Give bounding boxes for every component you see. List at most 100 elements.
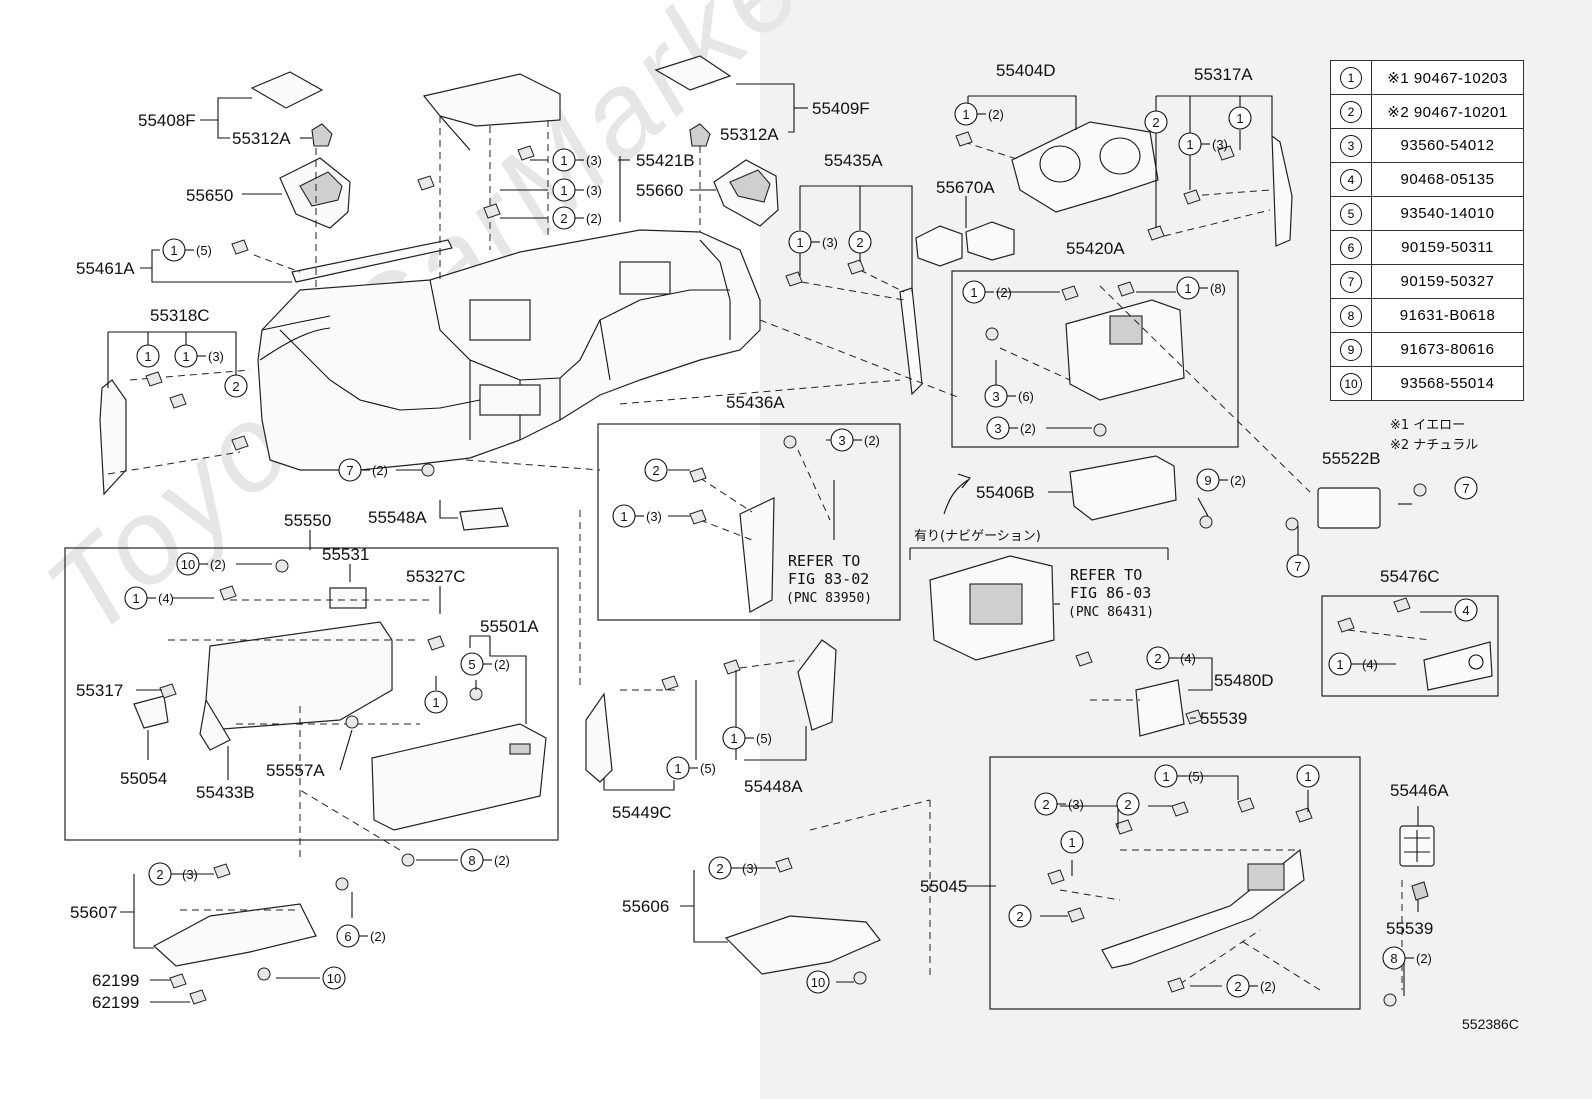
callout-circle (1060, 830, 1084, 854)
callout-circle (1228, 106, 1252, 130)
callout-quantity: (3) (182, 867, 198, 882)
label-55501A: 55501A (480, 617, 539, 636)
callout-number: 1 (1236, 111, 1243, 126)
label-55449C: 55449C (612, 803, 672, 822)
callout-quantity: (3) (586, 183, 602, 198)
parts-table-index: 2 (1330, 94, 1372, 129)
parts-table-index: 8 (1330, 298, 1372, 333)
circled-number: 6 (1340, 236, 1362, 259)
part-55606-shape (724, 915, 881, 975)
part-55406B-shape (1069, 455, 1177, 521)
label-55607: 55607 (70, 903, 117, 922)
switch-panel-frame (1321, 595, 1499, 697)
parts-table-partno: 90468-05135 (1371, 162, 1524, 197)
callout-number: 1 (132, 591, 139, 606)
part-55670A-shape (915, 221, 1015, 267)
callout: 7 (1286, 554, 1310, 578)
label-55557A: 55557A (266, 761, 325, 780)
callout: 1(4) (124, 586, 174, 610)
circled-number: 3 (1340, 134, 1362, 157)
part-55461A-shape (291, 239, 453, 283)
label-55606: 55606 (622, 897, 669, 916)
part-55420A-shape (1065, 299, 1185, 401)
parts-table-index: 3 (1330, 128, 1372, 163)
callout-number: 1 (1068, 835, 1075, 850)
label-55312A-right: 55312A (720, 125, 779, 144)
parts-table-index: 7 (1330, 264, 1372, 299)
part-55660-shape (713, 159, 779, 227)
callout-number: 1 (796, 235, 803, 250)
callout-number: 3 (994, 421, 1001, 436)
callout-number: 1 (674, 761, 681, 776)
callout: 8 (2) (1382, 946, 1432, 970)
callout-circle (1008, 904, 1032, 928)
part-55539-b-shape (1411, 881, 1429, 901)
callout-number: 2 (232, 379, 239, 394)
label-55548A: 55548A (368, 508, 427, 527)
callout-number: 8 (1390, 951, 1397, 966)
audio-panel-frame (951, 270, 1239, 448)
circled-number: 2 (1340, 100, 1362, 123)
label-55327C: 55327C (406, 567, 466, 586)
label-55550: 55550 (284, 511, 331, 530)
diagram-code: 552386C (1462, 1016, 1519, 1032)
callout-number: 2 (156, 867, 163, 882)
callout: 7(2) (338, 458, 388, 482)
ref2-line1: REFER TO (1070, 566, 1142, 584)
label-55522B: 55522B (1322, 449, 1381, 468)
part-labels: 55408F 55312A 55650 55461A 55318C 55421B… (70, 61, 1449, 1012)
parts-table-partno: 91631-B0618 (1371, 298, 1524, 333)
label-55539-b: 55539 (1386, 919, 1433, 938)
callout-quantity: (2) (1416, 951, 1432, 966)
ref1-line2: FIG 83-02 (788, 570, 869, 588)
navigation-unit-shape (929, 555, 1055, 661)
callout-number: 1 (170, 243, 177, 258)
navigation-arrow (943, 479, 969, 515)
callout-number: 10 (181, 557, 195, 572)
part-55436A-shape (739, 497, 775, 613)
callout-number: 1 (620, 509, 627, 524)
callout: 2(2) (552, 206, 602, 230)
fasteners (145, 131, 1427, 1007)
callout-circle (806, 970, 830, 994)
callout: 2 (644, 458, 668, 482)
callout-number: 1 (962, 107, 969, 122)
callout: 1(2) (954, 102, 1004, 126)
parts-table-partno: ※1 90467-10203 (1371, 60, 1524, 95)
callout: 1(2) (962, 280, 1012, 304)
callout-circle (424, 690, 448, 714)
glovebox-group-frame (64, 547, 559, 841)
callout-circle (1116, 792, 1140, 816)
callout-number: 3 (992, 389, 999, 404)
part-55421B-shape (422, 73, 561, 151)
callout-number: 1 (730, 731, 737, 746)
callout-circle (1144, 110, 1168, 134)
callout: 1(3) (552, 178, 602, 202)
label-55436A: 55436A (726, 393, 785, 412)
callout-number: 1 (970, 285, 977, 300)
parts-table-index: 6 (1330, 230, 1372, 265)
callout-number: 10 (327, 971, 341, 986)
callout: 1 (1060, 830, 1084, 854)
part-55607-shape (152, 903, 317, 967)
callout-quantity: (3) (646, 509, 662, 524)
callout-quantity: (2) (1230, 473, 1246, 488)
callout-number: 1 (182, 349, 189, 364)
parts-table-partno: ※2 90467-10201 (1371, 94, 1524, 129)
callout: 3(6) (984, 384, 1034, 408)
callout-quantity: (3) (1212, 137, 1228, 152)
part-55446A-shape (1399, 825, 1435, 867)
label-55409F: 55409F (812, 99, 870, 118)
callout: 2 (224, 374, 248, 398)
navigation-arrow-head (957, 473, 971, 489)
callout: 5(2) (460, 652, 510, 676)
part-55408F-shape (250, 71, 324, 109)
ref2-line3: (PNC 86431) (1068, 605, 1154, 620)
callout-number: 1 (1186, 137, 1193, 152)
part-55522B-shape (1317, 487, 1381, 529)
callout: 2 (848, 230, 872, 254)
part-55476C-shape (1423, 641, 1493, 691)
label-55650: 55650 (186, 186, 233, 205)
